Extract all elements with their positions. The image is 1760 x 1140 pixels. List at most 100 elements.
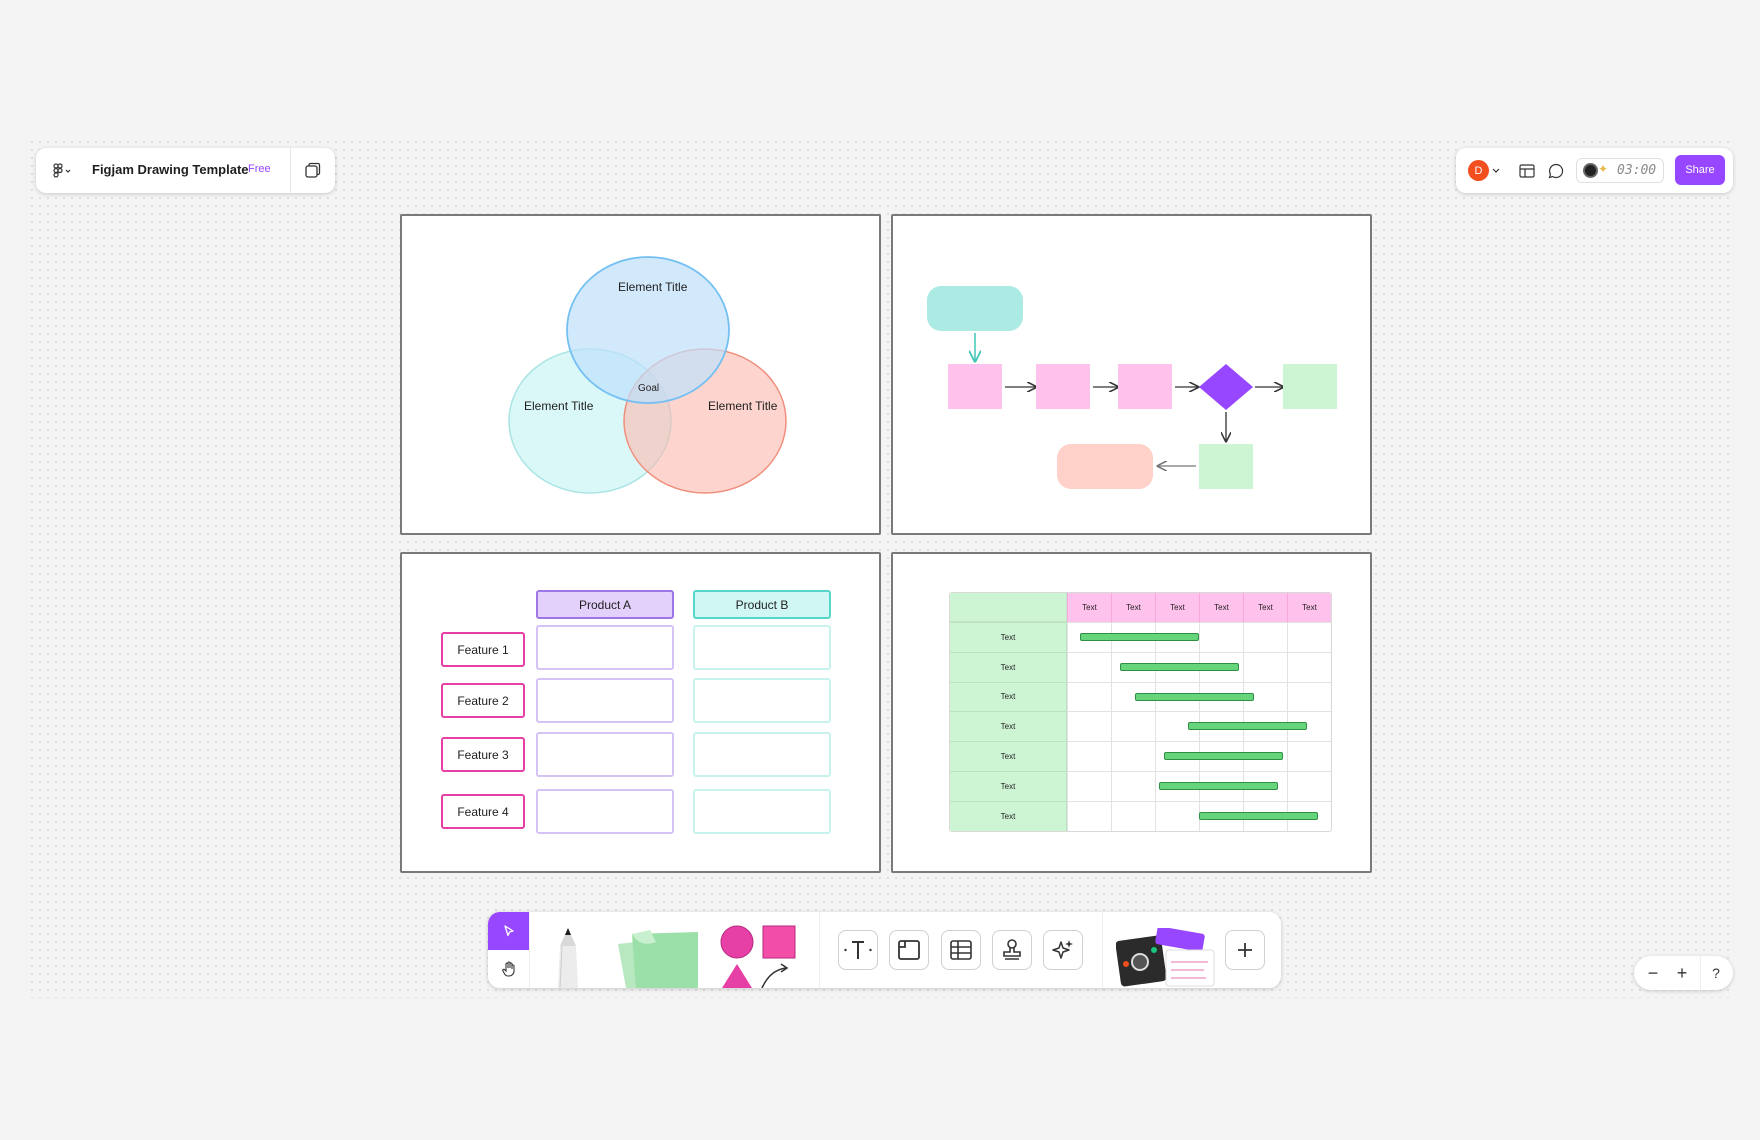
gantt-grid-cell[interactable]	[1155, 711, 1199, 742]
gantt-grid-cell[interactable]	[1067, 711, 1111, 742]
gantt-grid-cell[interactable]	[1287, 771, 1331, 801]
gantt-row-label[interactable]: Text	[950, 622, 1067, 652]
column-header-label: Product B	[735, 597, 789, 612]
gantt-grid-cell[interactable]	[1243, 622, 1287, 652]
feature-text: Feature 3	[457, 747, 509, 762]
cell-b-4[interactable]	[693, 789, 831, 834]
gantt-grid-cell[interactable]	[1155, 741, 1199, 771]
gantt-grid-cell[interactable]	[1287, 681, 1331, 712]
gantt-row-label[interactable]: Text	[950, 711, 1067, 742]
more-button[interactable]	[1225, 930, 1265, 970]
column-header-product-b[interactable]: Product B	[693, 590, 831, 619]
cell-a-2[interactable]	[536, 678, 674, 723]
gantt-row-label[interactable]: Text	[950, 681, 1067, 712]
text-tool[interactable]	[838, 930, 878, 970]
gantt-grid-cell[interactable]	[1067, 741, 1111, 771]
gantt-grid-cell[interactable]	[1243, 651, 1287, 682]
zoom-in-button[interactable]: +	[1667, 958, 1697, 988]
table-tool[interactable]	[941, 930, 981, 970]
gantt-grid-cell[interactable]	[1155, 771, 1199, 801]
select-tool[interactable]	[488, 912, 529, 950]
gantt-bar[interactable]	[1163, 752, 1283, 761]
gantt-bar[interactable]	[1159, 781, 1279, 790]
gantt-grid-cell[interactable]	[1111, 800, 1155, 831]
zoom-out-button[interactable]: −	[1638, 958, 1668, 988]
gantt-row-label[interactable]: Text	[950, 651, 1067, 682]
comment-button[interactable]	[1545, 160, 1567, 182]
gantt-grid-cell[interactable]	[1111, 771, 1155, 801]
gantt-grid-cell[interactable]	[1287, 741, 1331, 771]
venn-left-label[interactable]: Element Title	[524, 399, 594, 413]
hand-tool[interactable]	[488, 950, 529, 988]
feature-label-4[interactable]: Feature 4	[441, 794, 525, 829]
venn-right-label[interactable]: Element Title	[708, 399, 778, 413]
file-title[interactable]: Figjam Drawing Template	[92, 162, 249, 177]
venn-center-label[interactable]: Goal	[638, 383, 660, 394]
venn-top-label[interactable]: Element Title	[618, 280, 688, 294]
main-menu-button[interactable]	[46, 156, 78, 186]
venn-diagram-frame[interactable]: Element Title Element Title Element Titl…	[400, 214, 881, 535]
gantt-bar[interactable]	[1135, 692, 1254, 701]
ai-tool[interactable]	[1043, 930, 1083, 970]
pages-button[interactable]	[298, 156, 328, 186]
cell-a-4[interactable]	[536, 789, 674, 834]
gantt-grid-cell[interactable]	[1111, 651, 1155, 682]
gantt-header-cell[interactable]: Text	[1155, 593, 1199, 622]
pen-tool[interactable]	[548, 926, 588, 988]
column-header-product-a[interactable]: Product A	[536, 590, 674, 619]
feature-label-3[interactable]: Feature 3	[441, 737, 525, 772]
help-button[interactable]: ?	[1701, 958, 1731, 988]
share-button[interactable]: Share	[1675, 155, 1725, 185]
gantt-grid-cell[interactable]	[1287, 622, 1331, 652]
layout-icon	[1519, 164, 1535, 178]
layout-button[interactable]	[1516, 160, 1538, 182]
gantt-grid-cell[interactable]	[1067, 681, 1111, 712]
cell-b-2[interactable]	[693, 678, 831, 723]
shapes-tool[interactable]	[720, 922, 798, 988]
feature-label-1[interactable]: Feature 1	[441, 632, 525, 667]
avatar[interactable]: D	[1468, 160, 1489, 181]
collaboration-bar: D ✦ 03:00 Share	[1456, 148, 1733, 193]
section-tool[interactable]	[889, 930, 929, 970]
gantt-grid-cell[interactable]	[1155, 800, 1199, 831]
gantt-bar[interactable]	[1199, 811, 1318, 820]
gantt-row-label[interactable]: Text	[950, 741, 1067, 771]
comparison-frame[interactable]: Product A Product B Feature 1 Feature 2 …	[400, 552, 881, 873]
feature-label-2[interactable]: Feature 2	[441, 683, 525, 718]
gantt-row-label[interactable]: Text	[950, 771, 1067, 801]
gantt-grid-cell[interactable]	[1067, 622, 1111, 652]
shapes-icon	[720, 925, 796, 988]
sticky-note-tool[interactable]	[610, 926, 702, 988]
gantt-header-cell[interactable]: Text	[1067, 593, 1111, 622]
cell-a-1[interactable]	[536, 625, 674, 670]
flowchart-frame[interactable]	[891, 214, 1372, 535]
flowchart	[927, 286, 1337, 489]
gantt-bar[interactable]	[1119, 662, 1239, 671]
cell-b-3[interactable]	[693, 732, 831, 777]
gantt-grid-cell[interactable]	[1287, 651, 1331, 682]
gantt-header-cell[interactable]: Text	[1199, 593, 1243, 622]
gantt-header-cell[interactable]: Text	[1243, 593, 1287, 622]
stamp-tool[interactable]	[992, 930, 1032, 970]
gantt-grid-cell[interactable]	[1111, 711, 1155, 742]
gantt-grid-cell[interactable]	[1067, 651, 1111, 682]
gantt-header-cell[interactable]: Text	[1111, 593, 1155, 622]
gantt-grid-cell[interactable]	[1199, 622, 1243, 652]
divider	[529, 912, 530, 988]
gantt-grid-cell[interactable]	[1111, 741, 1155, 771]
feature-text: Feature 1	[457, 642, 509, 657]
gantt-bar[interactable]	[1188, 722, 1307, 731]
minus-icon: −	[1647, 962, 1659, 983]
chevron-down-icon[interactable]	[1492, 167, 1500, 175]
gantt-grid-cell[interactable]	[1067, 800, 1111, 831]
gantt-grid-cell[interactable]	[1111, 681, 1155, 712]
templates-button[interactable]	[1116, 928, 1216, 988]
gantt-row-label[interactable]: Text	[950, 800, 1067, 831]
gantt-bar[interactable]	[1080, 632, 1199, 641]
timer-widget[interactable]: ✦ 03:00	[1576, 158, 1664, 183]
gantt-grid-cell[interactable]	[1067, 771, 1111, 801]
cell-a-3[interactable]	[536, 732, 674, 777]
gantt-header-cell[interactable]: Text	[1287, 593, 1331, 622]
cell-b-1[interactable]	[693, 625, 831, 670]
